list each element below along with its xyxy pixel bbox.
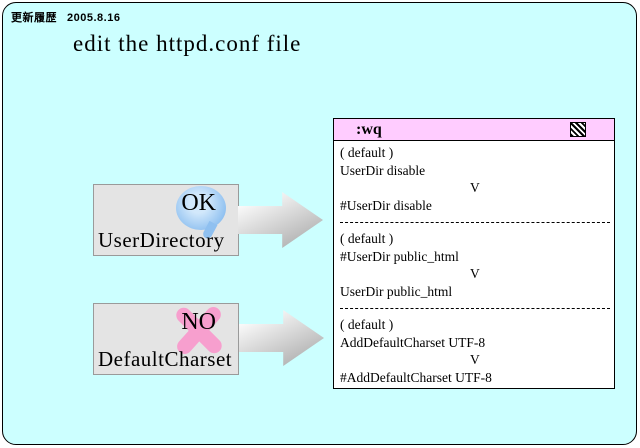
dashed-divider — [340, 222, 610, 223]
userdirectory-box: OK UserDirectory — [93, 184, 239, 256]
default-label: ( default ) — [340, 145, 394, 160]
change-indicator: V — [470, 352, 480, 367]
change-indicator: V — [470, 266, 480, 281]
userdirectory-label: UserDirectory — [98, 228, 225, 252]
userdirectory-verdict: OK — [181, 190, 216, 216]
defaultcharset-verdict: NO — [181, 309, 216, 335]
ok-circle-icon — [176, 186, 226, 230]
revision-history-label: 更新履歴 — [11, 12, 57, 24]
defaultcharset-label: DefaultCharset — [98, 347, 233, 371]
revision-history: 更新履歴 2005.8.16 — [11, 9, 120, 25]
arrow-right-icon — [238, 192, 323, 248]
config-panel: :wq ( default ) UserDir disable V #UserD… — [333, 118, 615, 389]
panel-header: :wq — [333, 118, 615, 141]
config-before: UserDir disable — [340, 162, 426, 178]
default-label: ( default ) — [340, 317, 394, 332]
arrow-right-icon — [239, 310, 324, 366]
change-indicator: V — [470, 180, 480, 195]
config-after: #AddDefaultCharset UTF-8 — [340, 369, 492, 385]
config-before: #UserDir public_html — [340, 248, 459, 264]
revision-date: 2005.8.16 — [67, 12, 121, 24]
config-after: #UserDir disable — [340, 197, 432, 213]
panel-header-title: :wq — [356, 120, 382, 138]
page-title: edit the httpd.conf file — [73, 31, 302, 56]
hatched-square-icon — [570, 122, 586, 137]
dashed-divider — [340, 308, 610, 309]
config-after: UserDir public_html — [340, 283, 453, 299]
panel-body: ( default ) UserDir disable V #UserDir d… — [333, 141, 615, 389]
default-label: ( default ) — [340, 231, 394, 246]
config-before: AddDefaultCharset UTF-8 — [340, 334, 486, 350]
defaultcharset-box: NO DefaultCharset — [93, 303, 239, 375]
